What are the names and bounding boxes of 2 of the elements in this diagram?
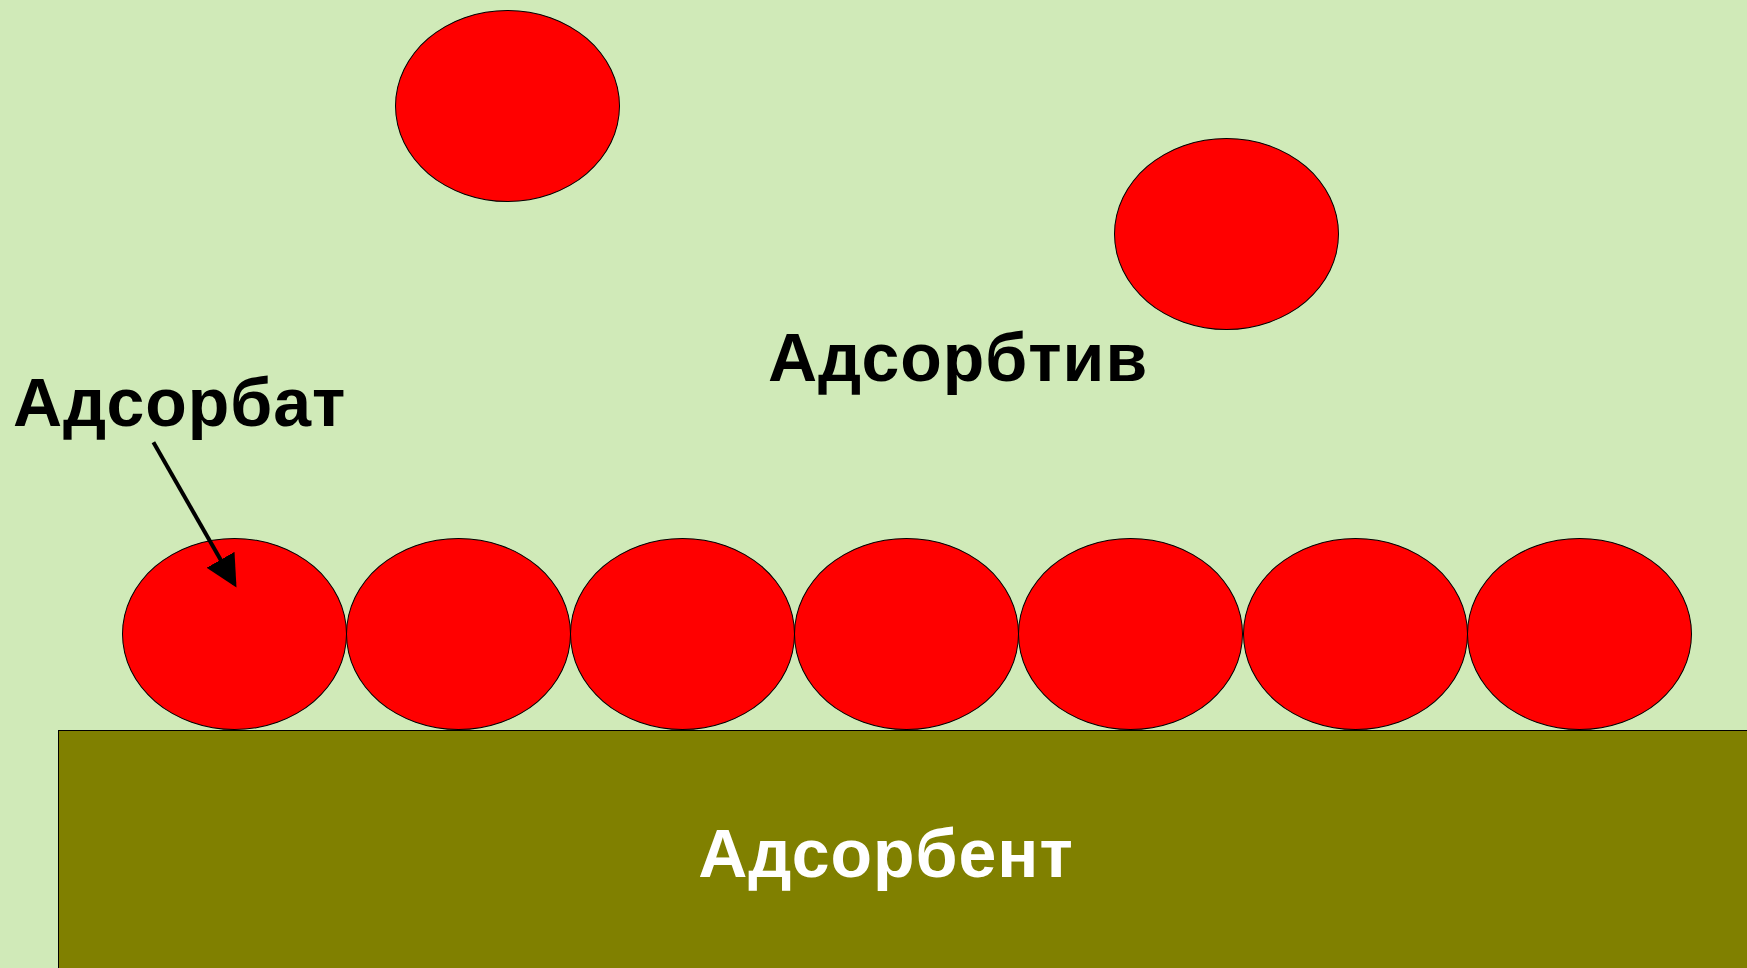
adsorbent-surface: [58, 730, 1747, 968]
leader-line: [151, 441, 237, 588]
